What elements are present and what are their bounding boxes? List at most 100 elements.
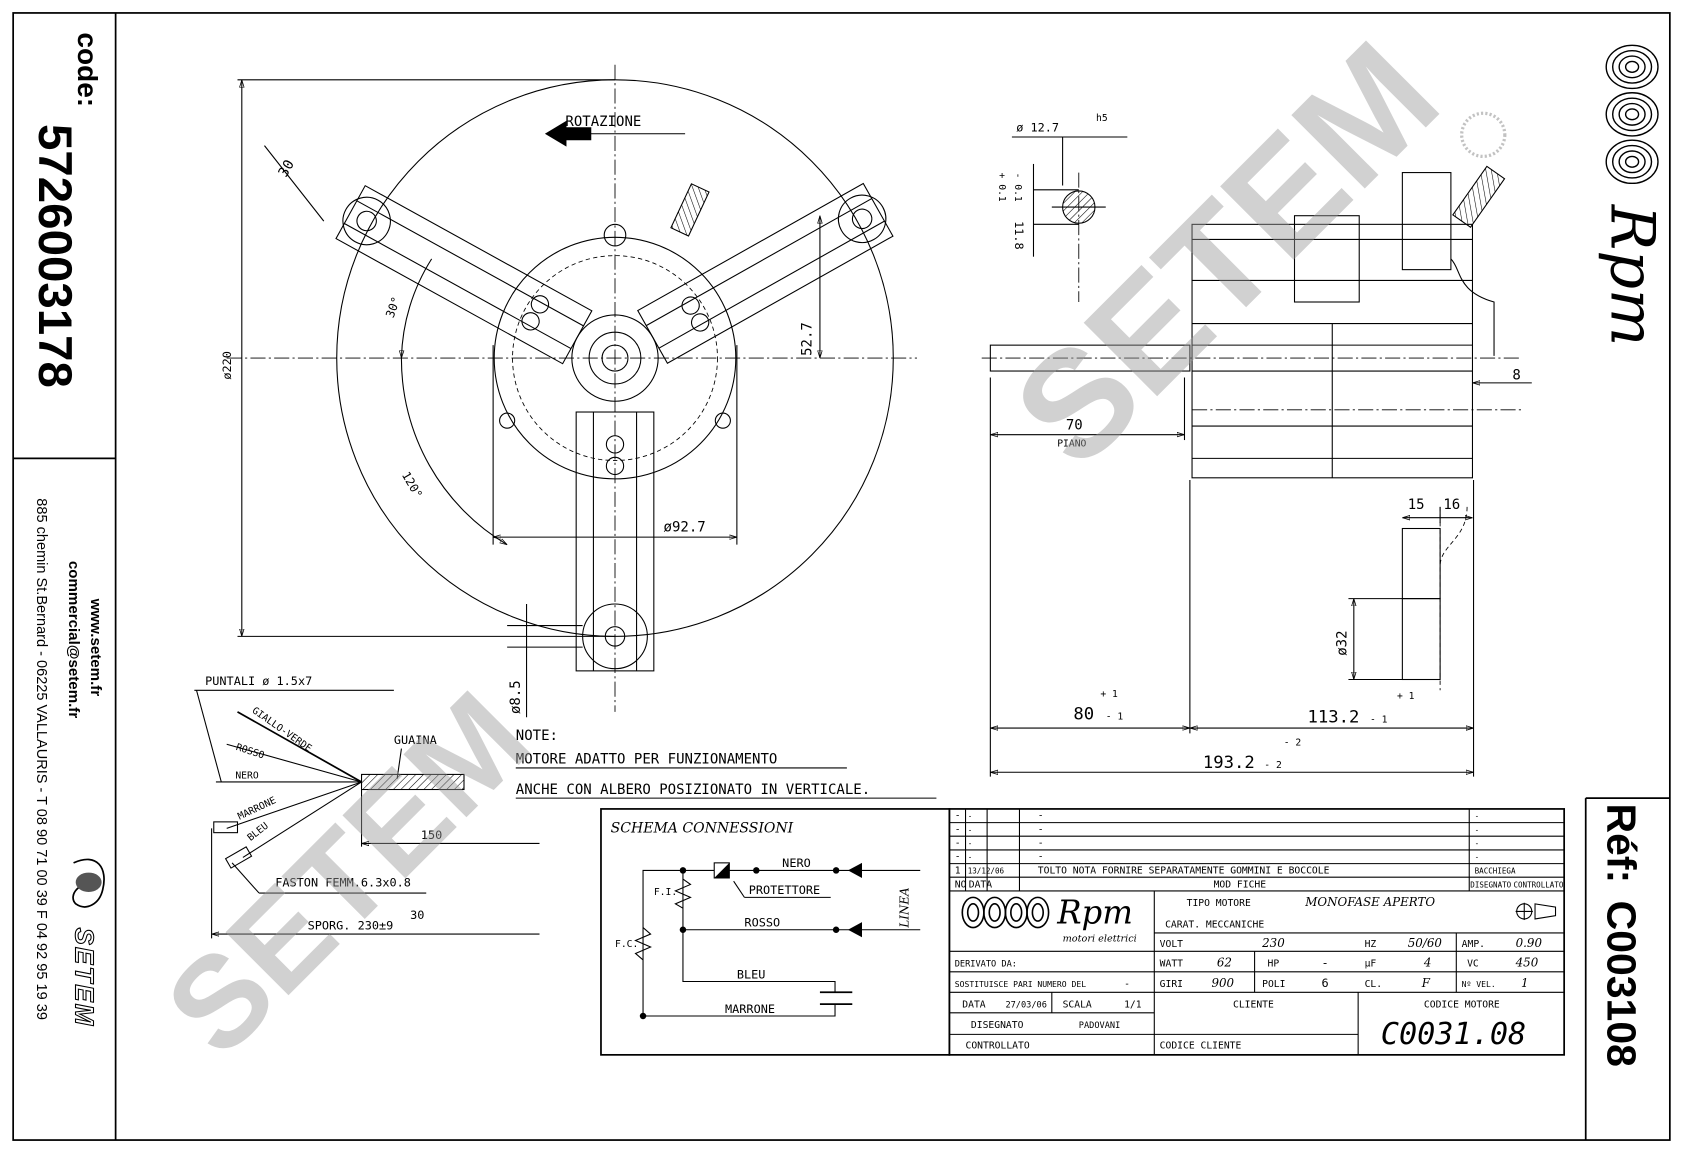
svg-text:SETEM: SETEM bbox=[139, 665, 556, 1082]
hp-value: - bbox=[1321, 955, 1328, 969]
rev-description: TOLTO NOTA FORNIRE SEPARATAMENTE GOMMINI… bbox=[1038, 865, 1330, 876]
connection-schema: SCHEMA CONNESSIONI NERO PROTETTORE ROSSO… bbox=[600, 808, 951, 1056]
address-text: 885 chemin St.Bernard - 06225 VALLAURIS … bbox=[33, 498, 49, 1020]
rpm-logo-icon bbox=[1605, 44, 1659, 185]
code-label: code: bbox=[72, 32, 103, 107]
mounting-arm-left bbox=[335, 184, 593, 365]
rev-drawn-by: - bbox=[1475, 812, 1480, 821]
tol-193-minus: - 2 bbox=[1264, 760, 1282, 771]
rev-date: - bbox=[968, 853, 973, 862]
mounting-arm-right bbox=[637, 182, 894, 364]
volt-label: VOLT bbox=[1160, 939, 1183, 950]
hz-label: HZ bbox=[1365, 939, 1377, 950]
right-sidebar: Rpm Réf: C003108 bbox=[1584, 44, 1670, 1141]
dim-193: 193.2 bbox=[1203, 753, 1255, 773]
rev-description: - bbox=[1038, 852, 1044, 863]
disegnato-label: DISEGNATO bbox=[971, 1020, 1024, 1031]
dim-70: 70 bbox=[1066, 417, 1083, 433]
rotation-label: ROTAZIONE bbox=[565, 114, 641, 130]
rev-number: - bbox=[955, 824, 961, 835]
poli-value: 6 bbox=[1321, 976, 1328, 990]
uf-value: 4 bbox=[1423, 955, 1432, 969]
dim-8: 8 bbox=[1512, 368, 1520, 384]
dim-arm-width: 30 bbox=[276, 157, 298, 180]
amp-value: 0.90 bbox=[1516, 936, 1543, 950]
cable-exit-side bbox=[1452, 165, 1506, 229]
protector-icon bbox=[714, 862, 730, 878]
left-sidebar: code: 5726003178 www.setem.fr commercial… bbox=[13, 12, 117, 1141]
vel-value: 1 bbox=[1521, 976, 1529, 990]
schema-rosso: ROSSO bbox=[744, 915, 780, 929]
vc-label: VC bbox=[1467, 958, 1479, 969]
schema-fc: F.C. bbox=[615, 939, 638, 950]
guaina-label: GUAINA bbox=[394, 733, 437, 747]
codice-motore-value: C0031.08 bbox=[1381, 1017, 1526, 1052]
rpm-small-logo-icon bbox=[961, 896, 1050, 929]
data-value: 27/03/06 bbox=[1005, 1000, 1046, 1010]
rev-drawn-by: - bbox=[1475, 825, 1480, 834]
carat-label: CARAT. MECCANICHE bbox=[1165, 920, 1264, 931]
hdr-mod: MOD FICHE bbox=[1214, 880, 1267, 891]
rev-number: 1 bbox=[955, 865, 961, 876]
controllato-label: CONTROLLATO bbox=[966, 1040, 1030, 1051]
codice-cliente-label: CODICE CLIENTE bbox=[1160, 1040, 1242, 1051]
hdr-no: NO bbox=[955, 880, 967, 891]
dim-15: 15 bbox=[1408, 497, 1425, 513]
hdr-checked: CONTROLLATO bbox=[1513, 881, 1563, 890]
puntali-label: PUNTALI ø 1.5x7 bbox=[205, 674, 312, 688]
front-view: ROTAZIONE ø220 30 30° 120° 52.7 ø92.7 ø8… bbox=[220, 64, 918, 718]
sostituisce-value: - bbox=[1124, 979, 1130, 990]
hdr-date: DATA bbox=[969, 880, 992, 891]
shaft bbox=[989, 344, 1191, 372]
uf-label: µF bbox=[1365, 958, 1377, 969]
code-value: 5726003178 bbox=[28, 124, 81, 388]
amp-label: AMP. bbox=[1462, 939, 1485, 950]
motor-body bbox=[493, 236, 737, 480]
dim-30: 30 bbox=[410, 908, 424, 922]
dim-shaft-tol: h5 bbox=[1096, 113, 1108, 124]
codice-motore-label: CODICE MOTORE bbox=[1424, 999, 1500, 1010]
schema-linea: LINEA bbox=[897, 887, 911, 928]
dim-dia-32: ø32 bbox=[1334, 630, 1350, 655]
schema-nero: NERO bbox=[782, 856, 811, 870]
schema-title: SCHEMA CONNESSIONI bbox=[611, 821, 794, 837]
rev-number: - bbox=[955, 852, 961, 863]
data-label: DATA bbox=[962, 999, 985, 1010]
note: NOTE: MOTORE ADATTO PER FUNZIONAMENTO AN… bbox=[516, 728, 937, 799]
tol-113-plus: + 1 bbox=[1397, 691, 1415, 702]
rev-date: - bbox=[968, 812, 973, 821]
dim-16: 16 bbox=[1443, 497, 1460, 513]
derivato-label: DERIVATO DA: bbox=[955, 959, 1017, 969]
note-title: NOTE: bbox=[516, 728, 558, 744]
rev-number: - bbox=[955, 811, 961, 822]
piano-label: PIANO bbox=[1057, 439, 1086, 450]
faston-connector bbox=[213, 821, 239, 834]
cliente-label: CLIENTE bbox=[1233, 999, 1274, 1010]
dim-80: 80 bbox=[1073, 704, 1094, 724]
note-line-2: ANCHE CON ALBERO POSIZIONATO IN VERTICAL… bbox=[516, 782, 870, 798]
rev-description: - bbox=[1038, 838, 1044, 849]
tipo-value: MONOFASE APERTO bbox=[1304, 895, 1435, 909]
email-link[interactable]: commercial@setem.fr bbox=[65, 561, 82, 718]
tolerance-symbol-icon bbox=[1515, 902, 1557, 921]
tipo-label: TIPO MOTORE bbox=[1187, 898, 1251, 909]
scala-value: 1/1 bbox=[1124, 999, 1142, 1010]
schema-protettore: PROTETTORE bbox=[749, 883, 820, 897]
rpm-brand: Rpm bbox=[1597, 204, 1667, 346]
rev-date: 13/12/06 bbox=[968, 866, 1005, 875]
dim-shaft-dia: ø 12.7 bbox=[1016, 121, 1059, 135]
vel-label: Nº VEL. bbox=[1462, 979, 1496, 989]
dim-height-52: 52.7 bbox=[799, 322, 815, 356]
dim-flat: 11.8 bbox=[1012, 221, 1026, 250]
cl-value: F bbox=[1421, 976, 1431, 990]
giri-label: GIRI bbox=[1160, 979, 1183, 990]
resistor-fi-icon bbox=[674, 878, 692, 909]
schema-marrone: MARRONE bbox=[725, 1002, 775, 1016]
hp-label: HP bbox=[1268, 958, 1280, 969]
setem-watermark: SETEM SETEM bbox=[139, 10, 1507, 1082]
tol-113-minus: - 1 bbox=[1370, 715, 1388, 726]
tol-minus: - 0.1 bbox=[1012, 173, 1023, 202]
website-link[interactable]: www.setem.fr bbox=[87, 598, 104, 697]
tol-80-minus: - 1 bbox=[1106, 711, 1124, 722]
